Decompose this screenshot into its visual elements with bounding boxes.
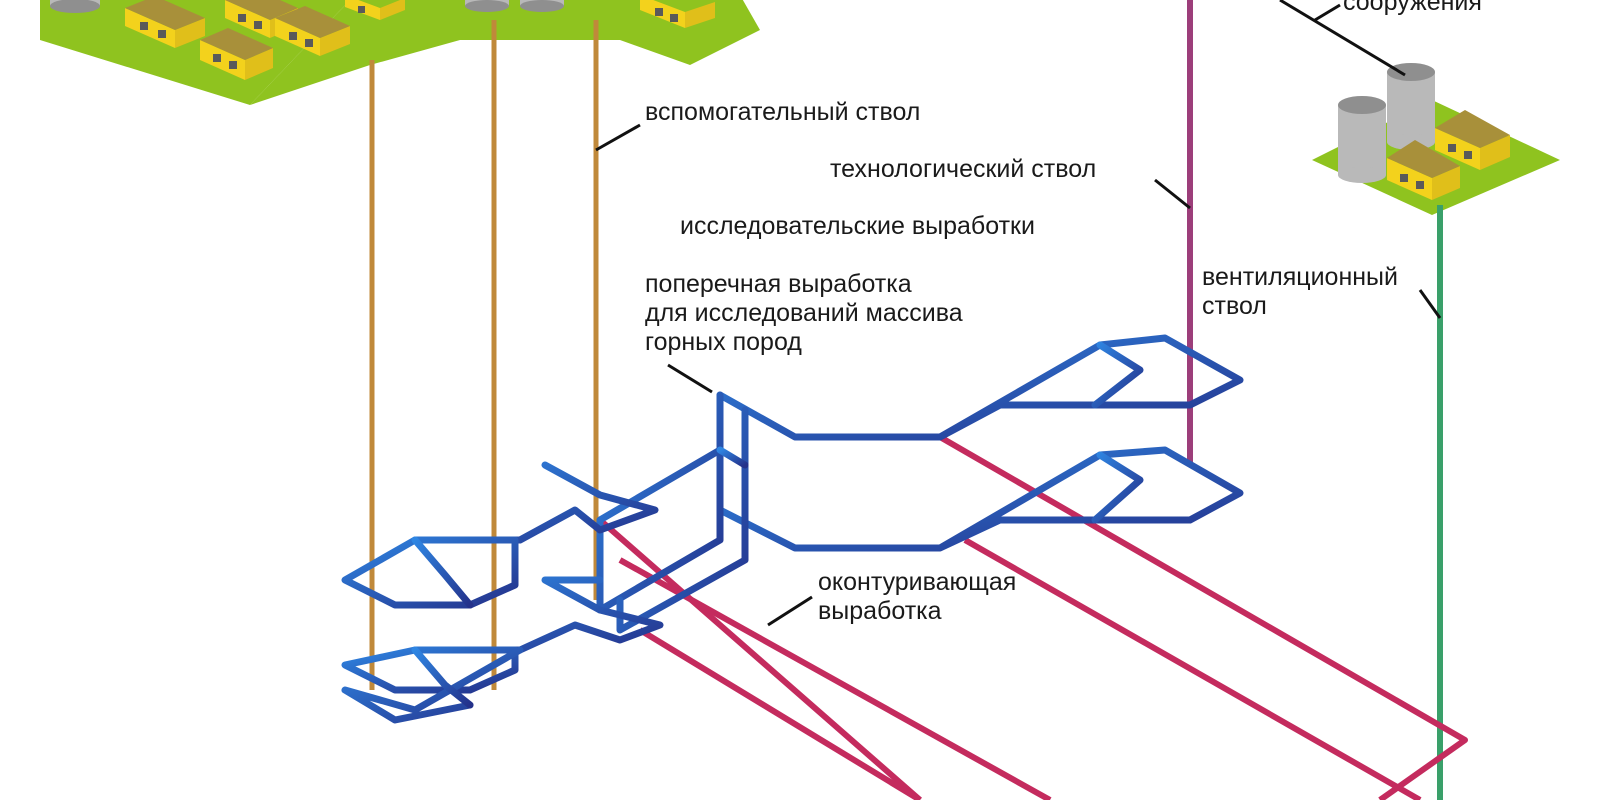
house-icon [125, 0, 205, 48]
label-ventilation-shaft-line2: ствол [1202, 292, 1267, 320]
contour-workings [598, 434, 1468, 800]
label-cross-working-line1: поперечная выработка [645, 270, 912, 298]
label-ventilation-shaft-line1: вентиляционный [1202, 263, 1398, 291]
buildings-left [50, 0, 715, 80]
leader-contour-working [767, 595, 813, 627]
leader-auxiliary-shaft [595, 123, 641, 152]
leader-structures-top [1314, 3, 1341, 22]
label-contour-working-line2: выработка [818, 597, 942, 625]
auxiliary-shafts [369, 20, 599, 690]
silo-icon [520, 0, 564, 12]
leader-lines [595, 0, 1442, 627]
house-icon [275, 6, 350, 56]
house-icon [640, 0, 715, 28]
label-research-workings: исследовательские выработки [680, 212, 1035, 240]
house-icon [1435, 110, 1510, 170]
label-technological-shaft: технологический ствол [830, 155, 1097, 183]
silo-icon [50, 0, 100, 13]
label-cross-working-line2: для исследований массива [645, 299, 963, 327]
label-cross-working-line3: горных пород [645, 328, 802, 356]
silo-icon [465, 0, 509, 12]
silo-icon [1387, 63, 1435, 150]
leader-technological-shaft [1154, 178, 1191, 210]
leader-cross-working [667, 363, 713, 394]
leader-structures [1279, 0, 1406, 77]
label-contour-working-line1: оконтуривающая [818, 568, 1017, 596]
silo-icon [1338, 96, 1386, 183]
label-cross-working: поперечная выработка для исследований ма… [645, 270, 963, 357]
house-icon [1387, 140, 1460, 200]
label-contour-working: оконтуривающая выработка [818, 568, 1016, 626]
label-structures: сооружения [1343, 0, 1482, 16]
house-icon [345, 0, 405, 20]
house-icon [200, 28, 273, 80]
label-ventilation-shaft: вентиляционный ствол [1202, 263, 1398, 321]
label-auxiliary-shaft: вспомогательный ствол [645, 98, 921, 126]
surface-platform-right [1312, 63, 1560, 215]
leader-ventilation-shaft [1418, 289, 1442, 319]
research-workings [341, 334, 1244, 724]
